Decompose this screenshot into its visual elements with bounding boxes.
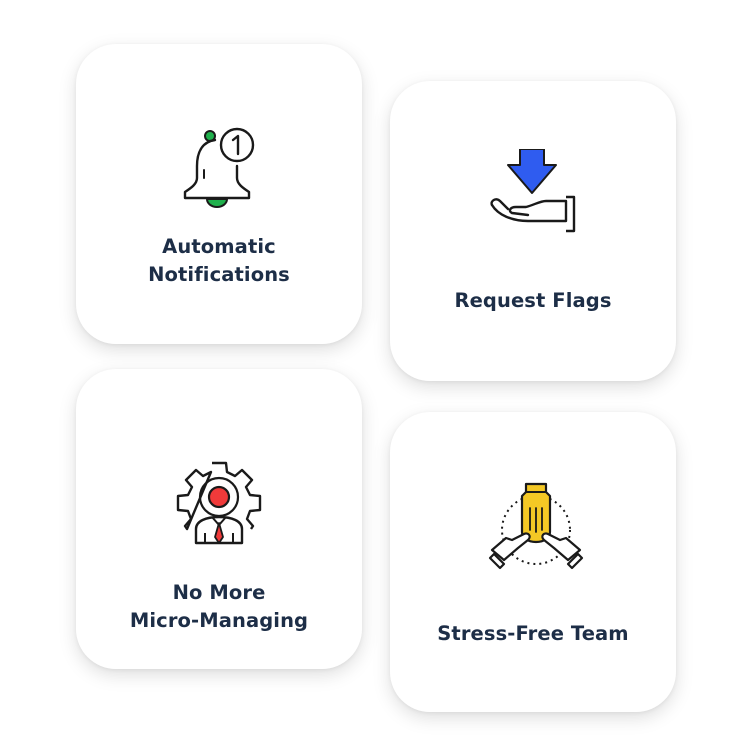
hand-receive-arrow-icon (490, 149, 576, 233)
card-title: No More Micro-Managing (76, 579, 362, 635)
feature-card-stress-free-team: Stress-Free Team (390, 412, 676, 712)
card-title: Request Flags (390, 287, 676, 315)
card-title: Automatic Notifications (76, 233, 362, 289)
card-title-line: Stress-Free Team (437, 622, 629, 645)
feature-card-request-flags: Request Flags (390, 81, 676, 381)
card-title-line: Automatic (162, 235, 276, 258)
card-title-line: Notifications (148, 263, 290, 286)
gear-person-icon (176, 461, 262, 545)
feature-card-automatic-notifications: Automatic Notifications (76, 44, 362, 344)
team-hands-icon (488, 482, 584, 570)
card-title-line: Micro-Managing (129, 609, 309, 632)
bell-icon (183, 127, 255, 208)
feature-card-no-more-micro-managing: No More Micro-Managing (76, 369, 362, 669)
card-title-line: No More (172, 581, 266, 604)
card-title: Stress-Free Team (390, 620, 676, 648)
card-title-line: Request Flags (454, 289, 612, 312)
